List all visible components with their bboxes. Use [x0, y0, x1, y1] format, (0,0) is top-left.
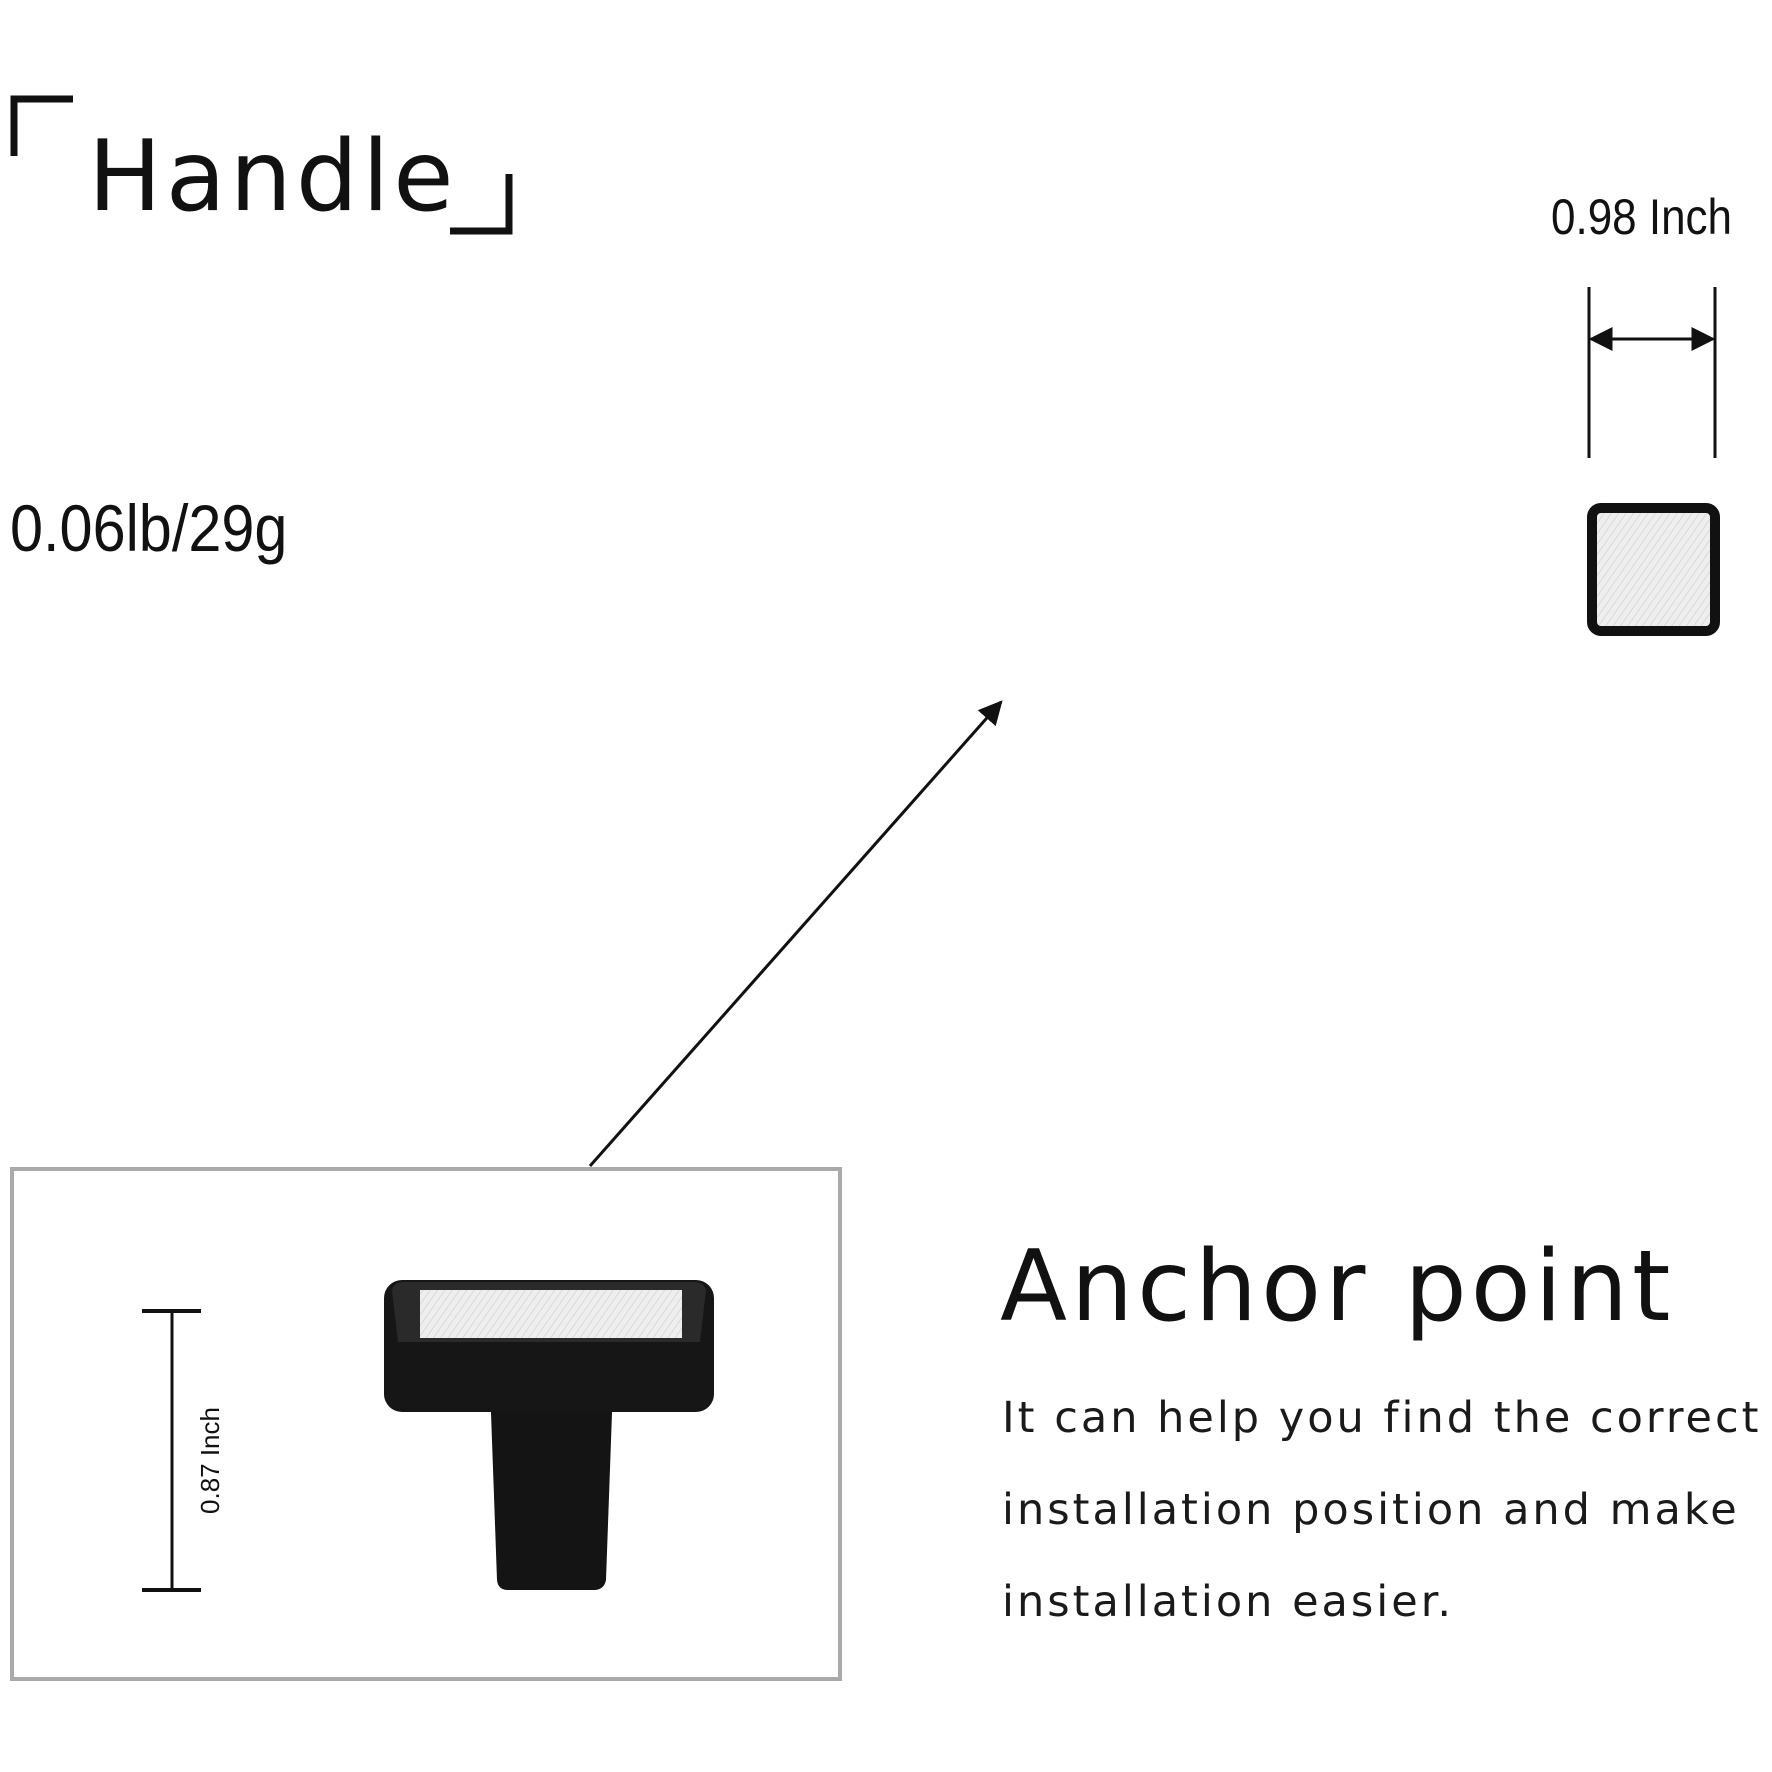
- anchor-description-line: It can help you find the correct: [1002, 1393, 1762, 1443]
- anchor-description-line: installation easier.: [1002, 1577, 1455, 1627]
- anchor-heading: Anchor point: [1000, 1230, 1675, 1344]
- knob-side-view-frame: [10, 1167, 842, 1681]
- knob-top-view: [1587, 503, 1720, 636]
- width-dimension-label: 0.98 Inch: [1551, 189, 1733, 245]
- weight-label: 0.06lb/29g: [10, 491, 288, 565]
- anchor-description-line: installation position and make: [1002, 1485, 1740, 1535]
- bracket-bottom-right-icon: [450, 174, 513, 235]
- height-dimension-label: 0.87 Inch: [194, 1406, 225, 1514]
- knob-side-view: [384, 1280, 714, 1590]
- pointer-arrow-icon: [588, 700, 1003, 1167]
- page-title: Handle: [88, 120, 458, 234]
- bracket-top-left-icon: [10, 95, 73, 156]
